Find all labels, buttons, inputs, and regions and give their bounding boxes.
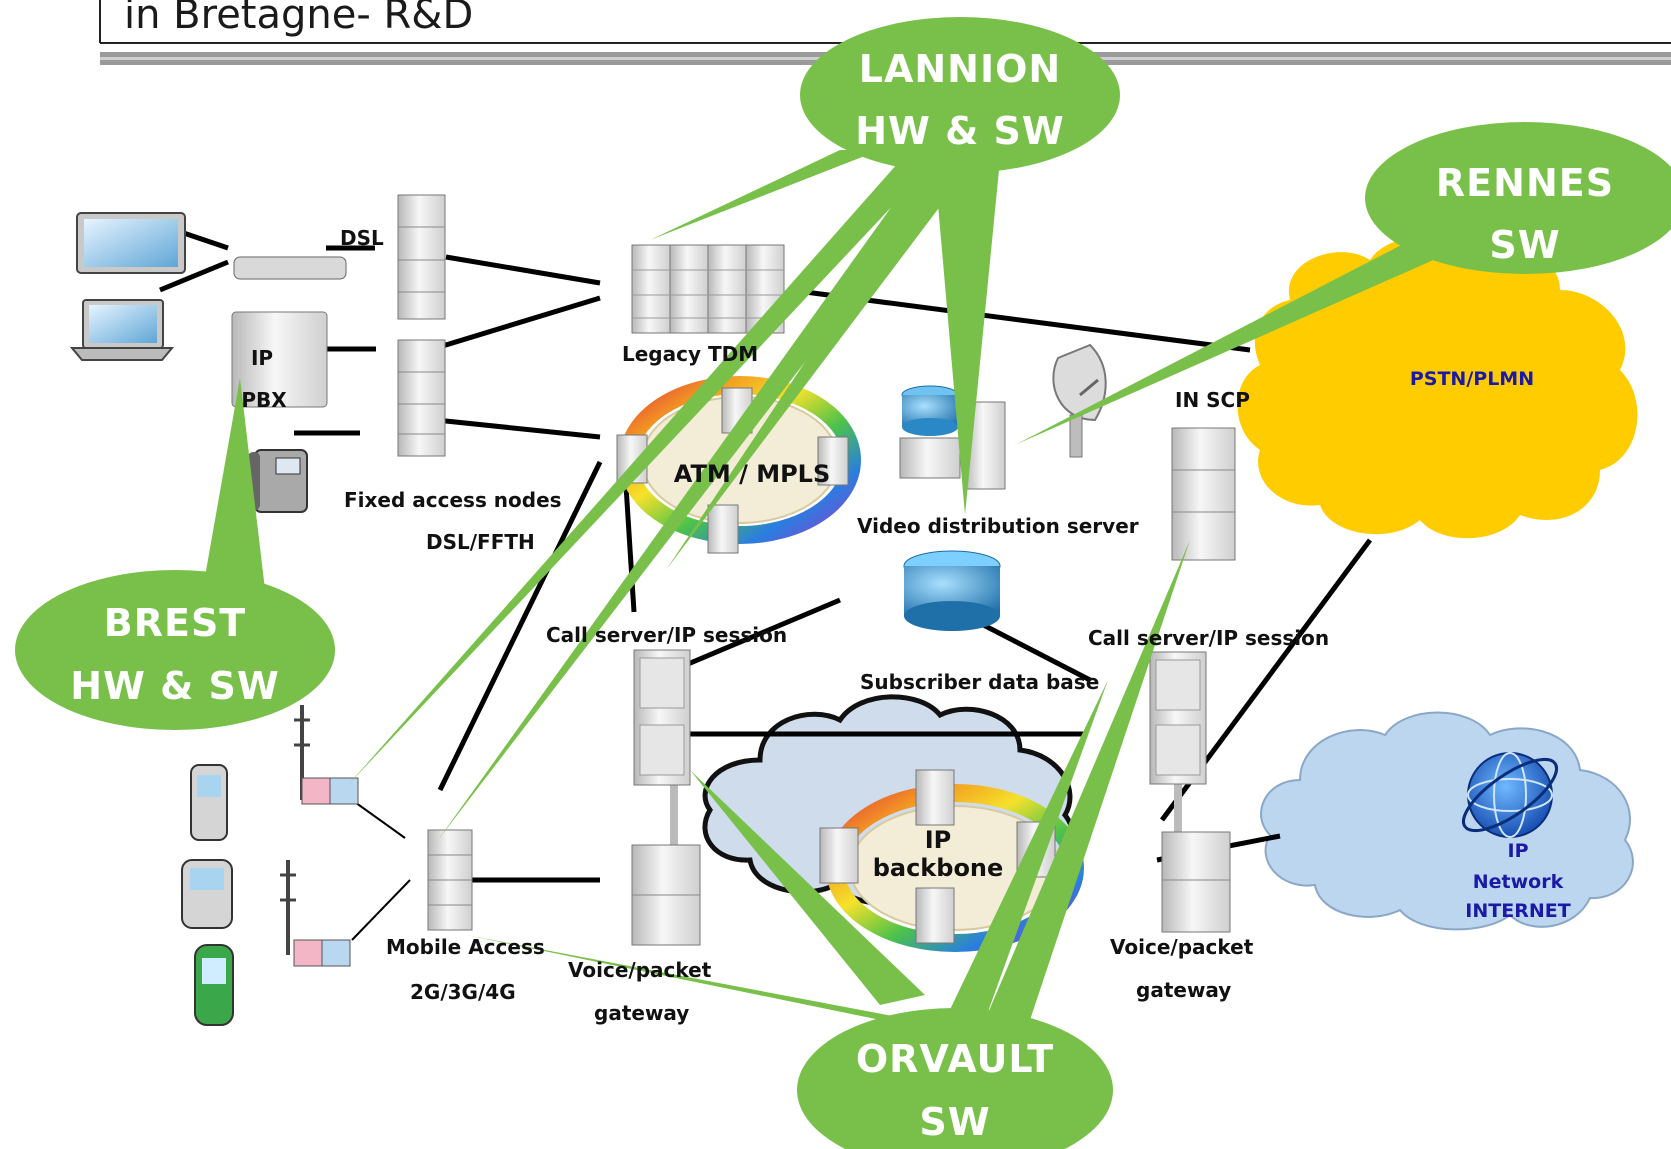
- call-server-right: [1149, 651, 1207, 785]
- voice-gateway-left: [631, 844, 701, 946]
- video-server: [899, 385, 1006, 490]
- ip-network-label-line2: Network: [1472, 871, 1564, 893]
- call-server-right-label: Call server/IP session: [1088, 626, 1330, 650]
- brest-bubble-line1: BREST: [103, 601, 247, 645]
- gray-links: [670, 780, 1182, 845]
- site-bubbles: [15, 17, 1671, 1149]
- voice-gateway-right-label-line1: Voice/packet: [1110, 935, 1254, 959]
- fixed-access-label-line1: Fixed access nodes: [344, 488, 562, 512]
- in-scp-label: IN SCP: [1175, 388, 1250, 412]
- subscriber-database: [903, 550, 1001, 631]
- video-server-label: Video distribution server: [857, 514, 1139, 538]
- voice-gateway-right-label-line2: gateway: [1136, 978, 1232, 1002]
- call-server-left-label: Call server/IP session: [546, 623, 788, 647]
- mobile-access-server: [427, 829, 473, 931]
- mobile-access-label-line2: 2G/3G/4G: [410, 980, 516, 1004]
- green-phone-icon: [194, 944, 234, 1026]
- dsl-label: DSL: [340, 226, 384, 250]
- cell-tower-2-icon: [280, 860, 351, 967]
- ip-pbx-device: [231, 311, 328, 408]
- globe-icon: [1462, 752, 1558, 838]
- orvault-bubble-line2: SW: [919, 1100, 991, 1144]
- brest-bubble-line2: HW & SW: [70, 664, 280, 708]
- ip-pbx-label-line2: PBX: [241, 388, 287, 412]
- mobile-links: [351, 799, 411, 941]
- lannion-bubble-line1: LANNION: [858, 47, 1062, 91]
- pstn-cloud: [1237, 237, 1638, 539]
- ip-backbone-label-line1: IP: [924, 826, 952, 854]
- backbone-nodes: [819, 769, 1056, 944]
- atm-mpls-label: ATM / MPLS: [673, 460, 831, 488]
- page-title: in Bretagne- R&D: [124, 0, 474, 38]
- legacy-tdm-label: Legacy TDM: [622, 342, 759, 366]
- ffth-node-server: [397, 339, 446, 457]
- internet-cloud: [1260, 711, 1634, 931]
- desk-phone-icon: [248, 449, 308, 513]
- mobile-access-label-line1: Mobile Access: [386, 935, 545, 959]
- ip-backbone-label-line2: backbone: [872, 854, 1004, 882]
- desktop-monitor-icon: [76, 212, 186, 274]
- fixed-access-label-line2: DSL/FFTH: [426, 530, 535, 554]
- voice-gateway-left-label-line2: gateway: [594, 1001, 690, 1025]
- ip-network-label-line3: INTERNET: [1465, 900, 1571, 922]
- ip-network-label-line1: IP: [1507, 840, 1529, 862]
- rennes-bubble-line1: RENNES: [1435, 161, 1615, 205]
- dsl-modem-icon: [233, 256, 347, 280]
- satellite-dish-icon: [1052, 343, 1107, 458]
- subscriber-db-label: Subscriber data base: [860, 670, 1100, 694]
- laptop-icon: [69, 299, 175, 361]
- cell-tower-1-icon: [294, 705, 359, 805]
- rennes-bubble-line2: SW: [1489, 223, 1561, 267]
- dsl-node-server: [397, 194, 446, 320]
- voice-gateway-left-label-line1: Voice/packet: [568, 958, 712, 982]
- mobile-phone-icon: [190, 764, 228, 841]
- orvault-bubble-line1: ORVAULT: [855, 1037, 1055, 1081]
- voice-gateway-right: [1161, 831, 1231, 933]
- lannion-bubble-line2: HW & SW: [855, 109, 1065, 153]
- ip-pbx-label-line1: IP: [250, 346, 274, 370]
- legacy-tdm-rack: [631, 244, 785, 334]
- in-scp-server: [1171, 427, 1236, 561]
- call-server-left: [633, 649, 691, 786]
- pstn-label: PSTN/PLMN: [1409, 368, 1535, 390]
- smartphone-icon: [181, 859, 233, 929]
